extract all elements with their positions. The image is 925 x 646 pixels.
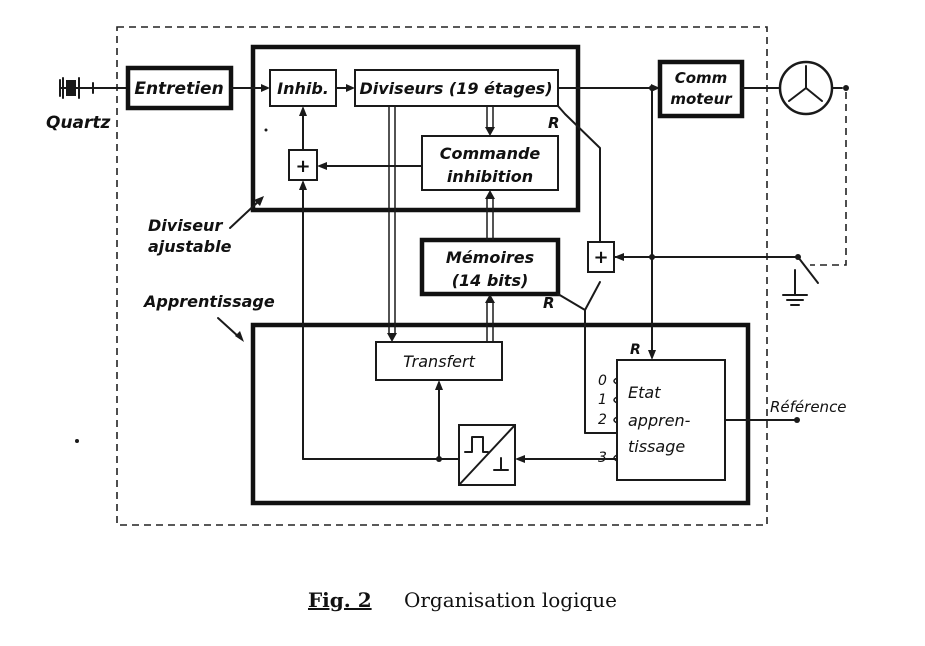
diviseur-ajustable-label-2: ajustable — [148, 237, 232, 256]
reset-label-3: R — [630, 342, 641, 358]
adder-1-label: + — [295, 156, 310, 177]
reset-label-1: R — [548, 114, 560, 132]
adder-2 — [587, 241, 615, 273]
quartz-crystal-icon — [59, 77, 94, 99]
state-1-label: 1 — [598, 392, 607, 408]
memoires-label-1: Mémoires — [446, 248, 534, 267]
apprentissage-frame — [250, 322, 751, 506]
figure-caption: Fig. 2 Organisation logique — [0, 588, 925, 612]
commande-label-1: Commande — [440, 144, 541, 163]
pulse-converter-block — [458, 424, 516, 486]
diviseur-ajustable-label-1: Diviseur — [148, 216, 223, 235]
figure-title: Organisation logique — [403, 588, 617, 612]
diviseur-ajustable-frame — [250, 44, 581, 213]
etat-apprentissage-block — [616, 359, 726, 481]
state-0-label: 0 — [598, 373, 607, 389]
etat-label-1: Etat — [628, 383, 661, 402]
diviseurs-label: Diviseurs (19 étages) — [359, 79, 552, 98]
etat-label-2: appren- — [628, 411, 691, 430]
state-2-label: 2 — [598, 412, 607, 428]
quartz-label: Quartz — [46, 113, 111, 133]
inhib-block — [269, 69, 337, 107]
transfert-label: Transfert — [403, 352, 475, 371]
outer-dashed-frame — [116, 26, 768, 526]
reference-label: Référence — [770, 398, 847, 416]
etat-label-3: tissage — [628, 437, 685, 456]
clock-icon — [778, 60, 849, 116]
commande-label-2: inhibition — [447, 167, 533, 186]
transfert-block — [375, 341, 503, 381]
adder-2-label: + — [593, 247, 608, 268]
inhib-label: Inhib. — [277, 79, 329, 98]
reset-label-2: R — [543, 294, 555, 312]
apprentissage-label: Apprentissage — [142, 292, 275, 311]
switch-ground-icon — [782, 256, 819, 306]
commoteur-label-2: moteur — [670, 90, 733, 108]
memoires-label-2: (14 bits) — [452, 271, 529, 290]
entretien-label: Entretien — [134, 79, 223, 99]
commoteur-label-1: Comm — [675, 69, 728, 87]
figure-number: Fig. 2 — [307, 588, 372, 612]
